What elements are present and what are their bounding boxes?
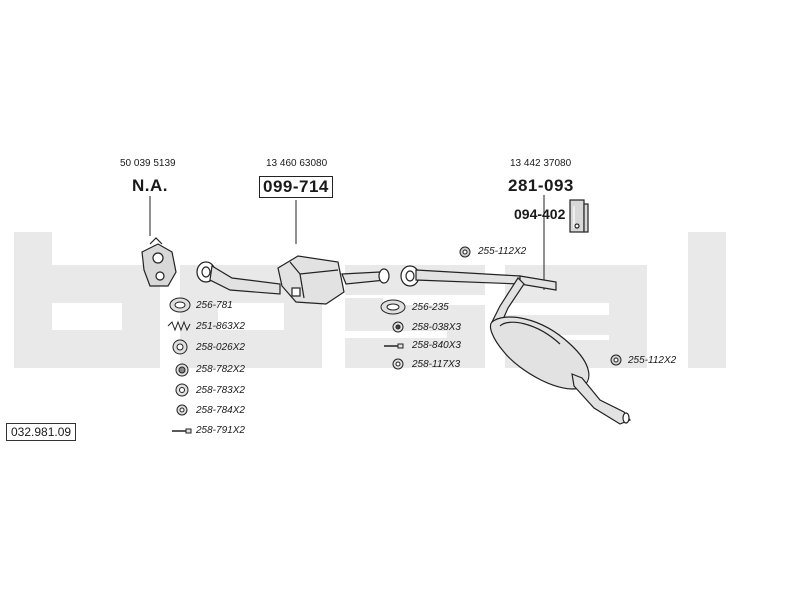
catalyst-oem-number: 13 460 63080 xyxy=(266,158,328,169)
front-pipe-icon[interactable] xyxy=(141,237,177,287)
rubber-mount-lower-label[interactable]: 255-112X2 xyxy=(628,355,677,366)
front-part-label-5[interactable]: 258-783X2 xyxy=(196,385,245,396)
rear-silencer-icon[interactable] xyxy=(400,265,631,425)
spring-icon[interactable] xyxy=(167,320,191,332)
middle-part-label-1[interactable]: 256-235 xyxy=(412,302,449,313)
mounting-kit-icon[interactable] xyxy=(569,199,589,233)
middle-bolt-icon[interactable] xyxy=(384,343,404,349)
front-part-label-4[interactable]: 258-782X2 xyxy=(196,364,245,375)
front-part-label-6[interactable]: 258-784X2 xyxy=(196,405,245,416)
front-pipe-oem-number: 50 039 5139 xyxy=(120,158,176,169)
mounting-kit-part-number[interactable]: 094-402 xyxy=(514,206,566,222)
middle-part-label-4[interactable]: 258-117X3 xyxy=(412,359,461,370)
front-pipe-part-number[interactable]: N.A. xyxy=(132,176,168,195)
rubber-mount-upper-label[interactable]: 255-112X2 xyxy=(478,246,527,257)
bolt-icon[interactable] xyxy=(172,428,192,434)
middle-part-label-3[interactable]: 258-840X3 xyxy=(412,340,461,351)
silencer-part-number[interactable]: 281-093 xyxy=(508,176,574,195)
silencer-oem-number: 13 442 37080 xyxy=(510,158,572,169)
catalyst-part-number[interactable]: 099-714 xyxy=(259,176,333,198)
bosal-watermark xyxy=(14,232,726,368)
front-part-label-7[interactable]: 258-791X2 xyxy=(196,425,245,436)
middle-part-label-2[interactable]: 258-038X3 xyxy=(412,322,461,333)
front-part-label-1[interactable]: 256-781 xyxy=(196,300,233,311)
catalytic-converter-icon[interactable] xyxy=(196,255,390,305)
front-part-label-2[interactable]: 251-863X2 xyxy=(196,321,245,332)
front-part-label-3[interactable]: 258-026X2 xyxy=(196,342,245,353)
diagram-number: 032.981.09 xyxy=(6,423,77,441)
